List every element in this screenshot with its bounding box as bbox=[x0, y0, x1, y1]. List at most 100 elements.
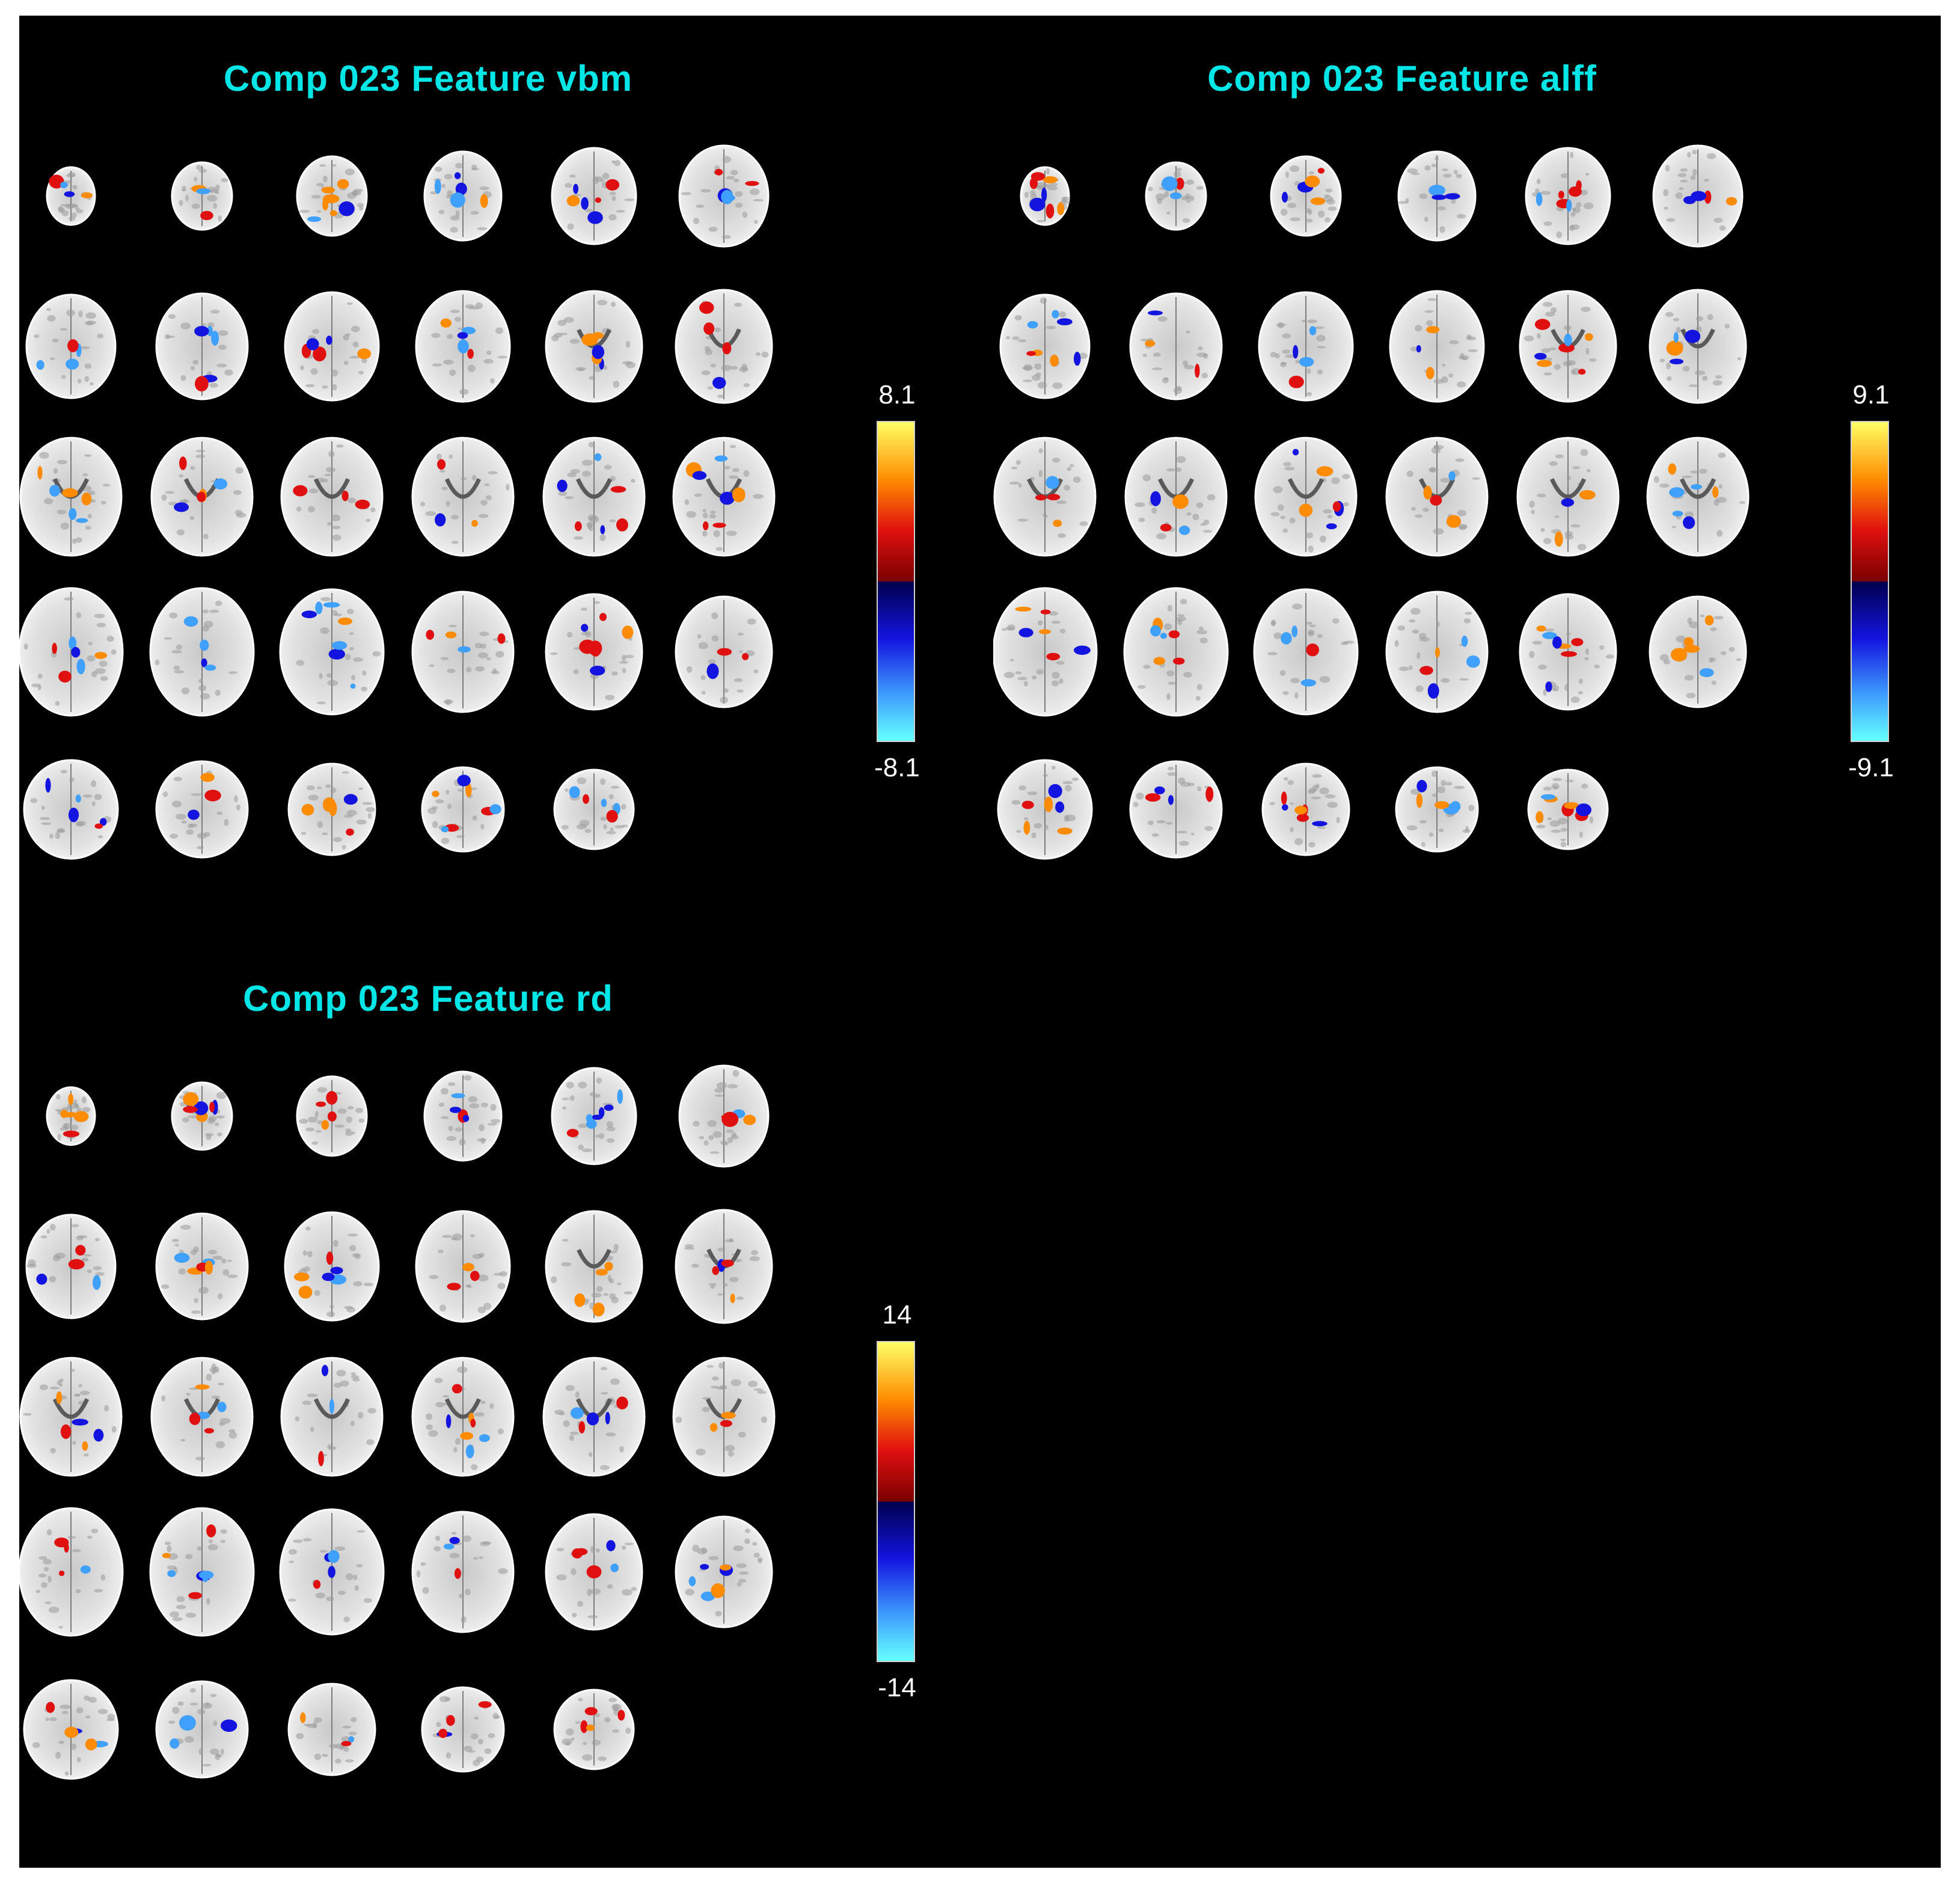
brain-slice-grid bbox=[19, 1064, 776, 1780]
brain-slice bbox=[1525, 147, 1611, 245]
brain-slice bbox=[545, 1210, 643, 1323]
brain-slice bbox=[551, 147, 637, 245]
brain-slice bbox=[1254, 437, 1358, 557]
brain-slice bbox=[1258, 291, 1354, 402]
brain-slice-grid bbox=[993, 144, 1750, 860]
brain-slice bbox=[1129, 760, 1223, 859]
brain-slice bbox=[993, 587, 1098, 717]
brain-slice bbox=[46, 166, 96, 226]
brain-slice bbox=[672, 437, 776, 557]
brain-slice bbox=[287, 762, 376, 856]
panel-rd: Comp 023 Feature rd 14 -14 bbox=[19, 936, 957, 1826]
brain-slice bbox=[155, 1680, 249, 1779]
brain-slice bbox=[411, 591, 515, 713]
brain-slice bbox=[553, 1689, 635, 1770]
brain-slice bbox=[23, 1679, 119, 1780]
panel-title: Comp 023 Feature alff bbox=[1207, 58, 1597, 99]
brain-slice bbox=[423, 1070, 503, 1162]
brain-slice bbox=[675, 289, 773, 404]
colorbar bbox=[1851, 421, 1889, 742]
brain-slice bbox=[155, 1212, 249, 1321]
brain-slice bbox=[1519, 290, 1617, 403]
brain-slice bbox=[551, 1067, 637, 1165]
brain-slice bbox=[279, 1508, 385, 1636]
brain-slice bbox=[1253, 588, 1359, 716]
brain-slice bbox=[150, 437, 254, 557]
brain-slice bbox=[421, 766, 505, 853]
brain-slice bbox=[287, 1683, 376, 1776]
brain-slice bbox=[672, 1357, 776, 1477]
brain-slice bbox=[1123, 587, 1229, 717]
brain-slice bbox=[1395, 766, 1479, 853]
brain-slice bbox=[545, 593, 643, 711]
brain-slice bbox=[553, 769, 635, 850]
brain-slice bbox=[155, 292, 249, 400]
brain-slice bbox=[19, 1507, 124, 1637]
brain-slice bbox=[545, 1513, 643, 1631]
brain-slice bbox=[1519, 593, 1617, 711]
colorbar-max-label: 9.1 bbox=[1852, 380, 1890, 410]
brain-slice bbox=[1516, 437, 1620, 557]
colorbar-min-label: -8.1 bbox=[874, 753, 920, 782]
brain-slice bbox=[19, 587, 124, 717]
brain-slice bbox=[675, 595, 773, 708]
brain-slice bbox=[19, 437, 123, 557]
brain-slice bbox=[149, 1507, 255, 1637]
brain-slice bbox=[415, 290, 511, 403]
brain-slice bbox=[1649, 595, 1747, 708]
brain-slice bbox=[997, 759, 1093, 860]
brain-slice bbox=[19, 1357, 123, 1477]
brain-slice bbox=[23, 759, 119, 860]
colorbar-min-label: -14 bbox=[878, 1673, 916, 1702]
brain-slice bbox=[149, 587, 255, 717]
brain-slice bbox=[999, 293, 1091, 399]
panel-title: Comp 023 Feature vbm bbox=[223, 58, 633, 99]
brain-slice bbox=[1385, 437, 1489, 557]
brain-slice bbox=[678, 1064, 770, 1168]
brain-slice bbox=[1124, 437, 1228, 557]
brain-slice bbox=[542, 437, 646, 557]
panel-vbm: Comp 023 Feature vbm 8.1 -8.1 bbox=[19, 16, 957, 906]
brain-slice bbox=[1646, 437, 1750, 557]
brain-slice bbox=[542, 1357, 646, 1477]
brain-slice bbox=[1270, 155, 1342, 237]
brain-slice bbox=[678, 144, 770, 248]
brain-slice bbox=[1397, 150, 1477, 242]
brain-slice bbox=[1261, 762, 1350, 856]
panel-alff: Comp 023 Feature alff 9.1 -9.1 bbox=[993, 16, 1931, 906]
brain-slice bbox=[280, 1357, 384, 1477]
brain-slice bbox=[675, 1209, 773, 1324]
brain-slice bbox=[1652, 144, 1744, 248]
brain-slice bbox=[280, 437, 384, 557]
brain-slice bbox=[171, 1081, 233, 1151]
brain-slice bbox=[25, 1214, 117, 1319]
brain-slice bbox=[171, 161, 233, 231]
colorbar-max-label: 8.1 bbox=[878, 380, 916, 410]
figure-canvas: Comp 023 Feature vbm 8.1 -8.1 Comp 023 F… bbox=[19, 16, 1941, 1868]
brain-slice bbox=[1145, 161, 1207, 231]
brain-slice bbox=[993, 437, 1097, 557]
colorbar-min-label: -9.1 bbox=[1848, 753, 1894, 782]
brain-slice bbox=[675, 1515, 773, 1628]
brain-slice bbox=[279, 588, 385, 716]
brain-slice bbox=[296, 1075, 368, 1157]
brain-slice bbox=[150, 1357, 254, 1477]
brain-slice bbox=[296, 155, 368, 237]
brain-slice-grid bbox=[19, 144, 776, 860]
brain-slice bbox=[545, 290, 643, 403]
brain-slice bbox=[1649, 289, 1747, 404]
brain-slice bbox=[421, 1686, 505, 1773]
brain-slice bbox=[423, 150, 503, 242]
brain-slice bbox=[411, 1511, 515, 1633]
brain-slice bbox=[1020, 166, 1071, 226]
panel-title: Comp 023 Feature rd bbox=[243, 978, 613, 1019]
brain-slice bbox=[1129, 292, 1223, 400]
brain-slice bbox=[46, 1086, 96, 1146]
brain-slice bbox=[1385, 591, 1489, 713]
brain-slice bbox=[1389, 290, 1485, 403]
brain-slice bbox=[25, 293, 117, 399]
brain-slice bbox=[415, 1210, 511, 1323]
colorbar-max-label: 14 bbox=[882, 1300, 912, 1330]
brain-slice bbox=[284, 1211, 380, 1322]
colorbar bbox=[877, 421, 915, 742]
